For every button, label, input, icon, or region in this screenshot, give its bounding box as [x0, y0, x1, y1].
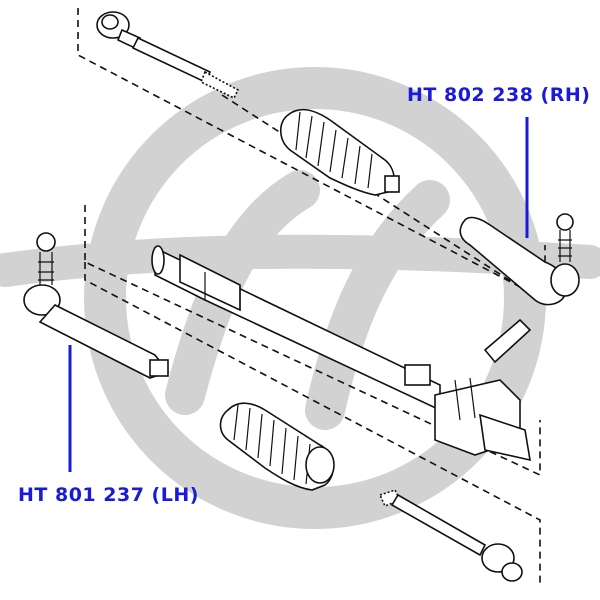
inner-tie-rod-upper — [96, 11, 240, 100]
steering-rack-housing — [151, 245, 532, 462]
assembly-linework — [23, 8, 580, 585]
part-label-lh: HT 801 237 (LH) — [18, 484, 199, 506]
part-label-rh: HT 802 238 (RH) — [407, 84, 591, 106]
dash-frame-rack — [84, 205, 541, 477]
dash-guide-upper — [221, 94, 541, 301]
outer-tie-rod-rh — [459, 213, 580, 306]
boot-upper — [279, 108, 400, 196]
dash-frame-lower — [84, 262, 541, 585]
outer-tie-rod-lh — [23, 232, 170, 379]
inner-tie-rod-lower — [378, 489, 523, 582]
boot-lower — [219, 402, 335, 491]
